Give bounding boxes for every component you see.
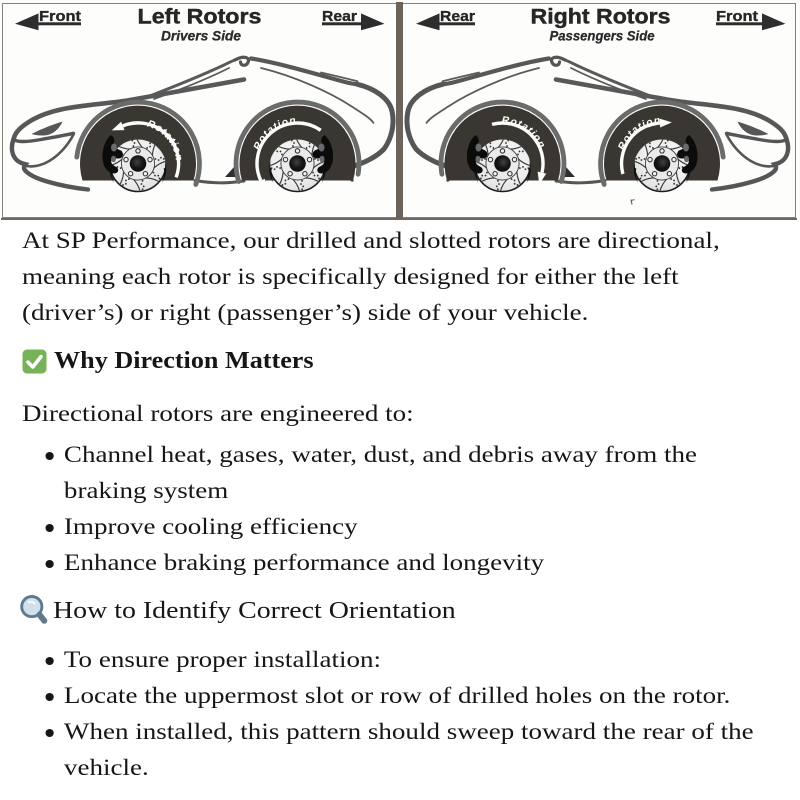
svg-text:Drivers Side: Drivers Side [161,28,241,44]
svg-text:Passengers Side: Passengers Side [550,28,655,44]
svg-text:Front: Front [716,9,758,25]
svg-text:Right Rotors: Right Rotors [531,6,671,29]
svg-text:Left Rotors: Left Rotors [138,6,262,29]
svg-text:Rear: Rear [322,9,357,25]
svg-text:Front: Front [39,9,81,25]
svg-text:Rear: Rear [440,9,475,25]
